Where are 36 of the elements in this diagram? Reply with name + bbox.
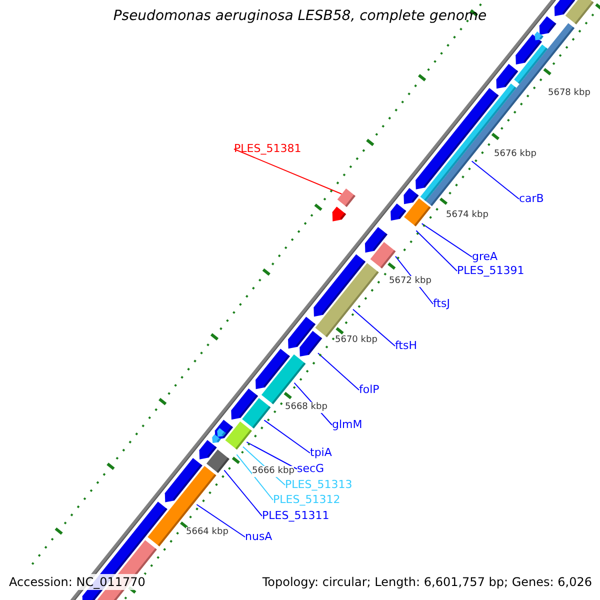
scale-label: 5674 kbp (446, 210, 488, 221)
footer-text: Topology: circular; Length: 6,601,757 bp; Genes: 6,026 (262, 574, 592, 590)
footer-text: Accession: NC_011770 (9, 574, 146, 590)
leader-line (236, 454, 274, 500)
leader-line (224, 470, 262, 516)
gene-label: ftsH (395, 339, 417, 353)
gene-label: PLES_51311 (262, 509, 330, 523)
gene-label: PLES_51391 (457, 264, 524, 278)
gene-label: tpiA (310, 446, 332, 460)
leader-line (352, 308, 396, 346)
gene-label: carB (519, 192, 544, 206)
gene-label: PLES_51381 (234, 142, 302, 156)
scale-label: 5664 kbp (186, 527, 228, 538)
scale-label: 5678 kbp (548, 88, 590, 99)
gene-label: nusA (245, 530, 272, 544)
scale-label: 5670 kbp (335, 335, 378, 346)
gene-label: ftsJ (433, 297, 450, 311)
scale-label: 5666 kbp (252, 466, 294, 477)
gene-label: PLES_51313 (285, 478, 352, 492)
leader-line (416, 230, 458, 272)
gene-label: secG (297, 462, 324, 476)
gene-label: folP (359, 383, 380, 397)
scale-label: 5668 kbp (285, 402, 328, 413)
leader-line (421, 223, 472, 258)
gene-label: greA (472, 250, 498, 264)
scale-label: 5672 kbp (389, 276, 432, 287)
leader-line (471, 160, 520, 200)
leader-line (264, 420, 310, 454)
gene-label: glmM (332, 418, 362, 432)
gene-label: PLES_51312 (273, 493, 340, 507)
leader-line (196, 504, 246, 538)
title: Pseudomonas aeruginosa LESB58, complete genome (113, 8, 487, 24)
scale-label: 5676 kbp (494, 149, 536, 160)
leader-line (234, 148, 342, 194)
leader-line (318, 352, 360, 390)
leader-line (246, 442, 298, 470)
